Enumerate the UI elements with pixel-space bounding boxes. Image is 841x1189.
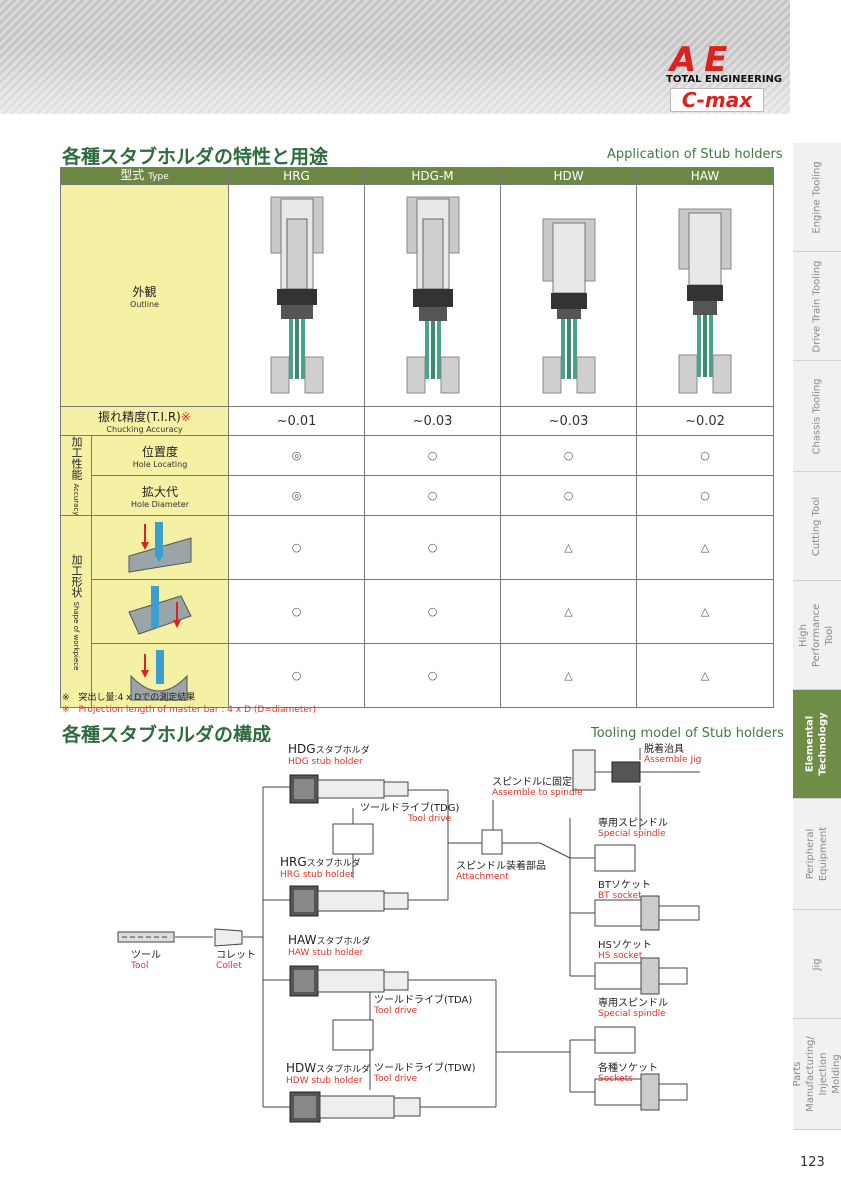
sidebar-tab-label: Cutting Tool	[811, 496, 823, 556]
sidebar-tab-cutting-tool[interactable]: Cutting Tool	[793, 472, 841, 581]
chucking-value: ~0.03	[364, 406, 502, 436]
tooling-diagram	[108, 742, 726, 1130]
logo-product: C-max	[670, 88, 764, 112]
sidebar-tab-label: High Performance Tool	[798, 603, 836, 667]
holder-image-hrg	[228, 184, 366, 407]
header-model: HAW	[636, 167, 775, 185]
sidebar-tab-label: Jig	[811, 957, 823, 971]
sidebar-tab-drive-train[interactable]: Drive Train Tooling	[793, 252, 841, 361]
row-group-shape: 加工形状 Shape of workpiece	[60, 515, 92, 709]
sidebar-tab-high-performance[interactable]: High Performance Tool	[793, 581, 841, 690]
rating-symbol: ◎	[228, 434, 366, 477]
workpiece-shape-inclined	[90, 515, 230, 581]
row-group-accuracy: 加工性能 Accuracy	[60, 434, 92, 517]
logo-total: TOTAL ENGINEERING	[666, 74, 783, 85]
label-tool-drive-tdw: ツールドライブ(TDW)Tool drive	[374, 1063, 476, 1084]
sidebar-tab-parts-manufacturing[interactable]: Parts Manufacturing/ Injection Molding	[792, 1019, 841, 1130]
sidebar-tab-label: Chassis Tooling	[811, 378, 823, 454]
sidebar-tab-label: Engine Tooling	[811, 160, 823, 234]
chucking-value: ~0.03	[500, 406, 638, 436]
rating-symbol: ○	[636, 475, 775, 517]
sidebar-tab-label: Elemental Technology	[805, 712, 829, 776]
sidebar-tab-elemental[interactable]: Elemental Technology	[793, 690, 841, 799]
sidebar-tab-jig[interactable]: Jig	[793, 910, 841, 1019]
sidebar-tab-chassis[interactable]: Chassis Tooling	[793, 361, 841, 472]
row-label-hole-locating: 位置度 Hole Locating	[90, 434, 230, 477]
section-title-tooling-model: 各種スタブホルダの構成	[62, 724, 272, 746]
header-model: HRG	[228, 167, 366, 185]
rating-symbol: △	[636, 643, 775, 709]
rating-symbol: ○	[364, 579, 502, 645]
rating-symbol: ○	[364, 475, 502, 517]
rating-symbol: ○	[228, 515, 366, 581]
header-banner-fade	[0, 0, 790, 114]
sidebar-tab-label: Parts Manufacturing/ Injection Molding	[792, 1036, 841, 1112]
rating-symbol: ○	[364, 434, 502, 477]
rating-symbol: △	[500, 643, 638, 709]
label-tool-drive-tdg: ツールドライブ(TDG)Tool drive	[360, 803, 460, 824]
chucking-value: ~0.01	[228, 406, 366, 436]
section-title-tooling-model-en: Tooling model of Stub holders	[591, 726, 784, 741]
header-model: HDG-M	[364, 167, 502, 185]
page-number: 123	[800, 1155, 825, 1170]
rating-symbol: ○	[228, 643, 366, 709]
header-model: HDW	[500, 167, 638, 185]
rating-symbol: ○	[364, 643, 502, 709]
note-en: ※ Projection length of master bar : 4 x …	[62, 705, 317, 715]
label-tool-drive-tda: ツールドライブ(TDA)Tool drive	[374, 995, 473, 1016]
workpiece-shape-cross-hole	[90, 579, 230, 645]
row-label-outline: 外観 Outline	[59, 184, 230, 407]
rating-symbol: ○	[636, 434, 775, 477]
stub-holder-table: 型式 Type HRG HDG-M HDW HAW 外観 Outline	[59, 167, 775, 709]
holder-image-haw	[636, 184, 775, 407]
rating-symbol: △	[500, 579, 638, 645]
tool-icon	[117, 931, 175, 943]
rating-symbol: ○	[228, 579, 366, 645]
header-type: 型式 Type	[59, 167, 230, 185]
holder-image-hdg-m	[364, 184, 502, 407]
rating-symbol: ○	[364, 515, 502, 581]
rating-symbol: △	[636, 515, 775, 581]
row-label-hole-diameter: 拡大代 Hole Diameter	[90, 475, 230, 517]
logo-mark: A E	[670, 40, 727, 80]
workpiece-shape-curved	[90, 643, 230, 709]
sidebar-tab-engine-tooling[interactable]: Engine Tooling	[793, 143, 841, 252]
company-logo: A E TOTAL ENGINEERING C-max	[664, 40, 782, 112]
rating-symbol: △	[636, 579, 775, 645]
sidebar-tab-peripheral[interactable]: Peripheral Equipment	[793, 799, 841, 910]
sidebar-tab-label: Drive Train Tooling	[811, 260, 823, 352]
row-label-chucking: 振れ精度(T.I.R)※ Chucking Accuracy	[59, 406, 230, 436]
section-title-application: 各種スタブホルダの特性と用途	[62, 146, 329, 168]
rating-symbol: ◎	[228, 475, 366, 517]
note-jp: ※ 突出し量:4 x Dでの測定結果	[62, 693, 196, 703]
holder-image-hdw	[500, 184, 638, 407]
sidebar-tab-label: Peripheral Equipment	[805, 826, 830, 882]
rating-symbol: ○	[500, 475, 638, 517]
rating-symbol: ○	[500, 434, 638, 477]
rating-symbol: △	[500, 515, 638, 581]
section-title-application-en: Application of Stub holders	[607, 147, 783, 162]
chucking-value: ~0.02	[636, 406, 775, 436]
